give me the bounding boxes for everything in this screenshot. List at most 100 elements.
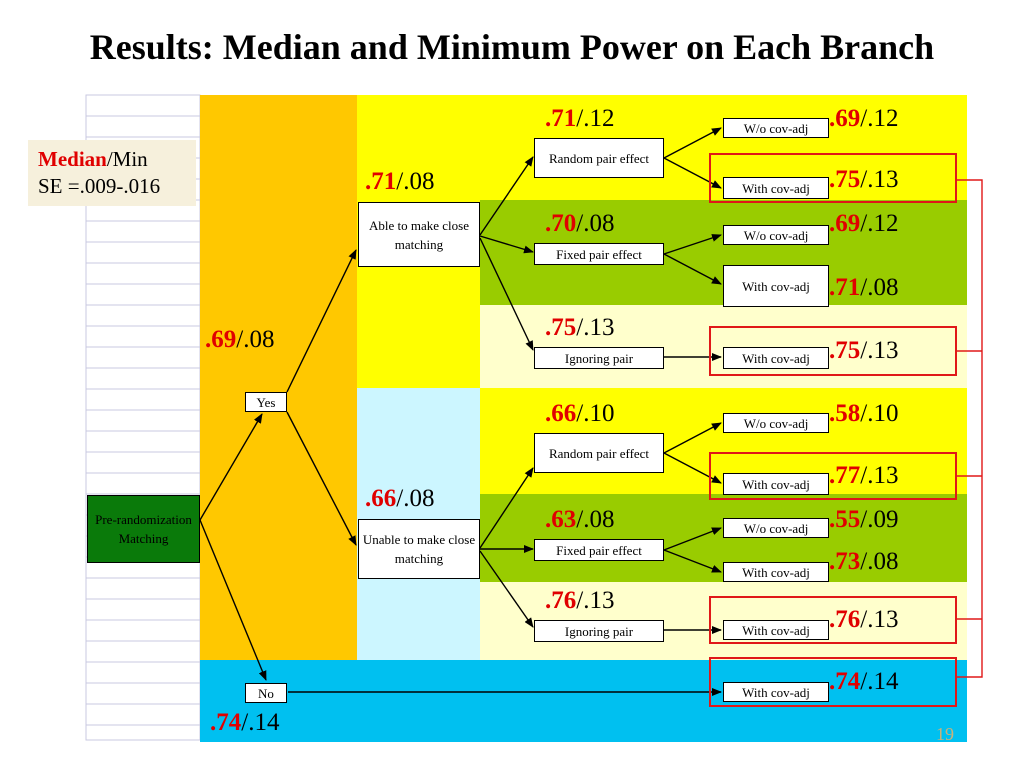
node-able-fixed[interactable]: Fixed pair effect bbox=[534, 243, 664, 265]
leaf-1-wo-cov-adj[interactable]: W/o cov-adj bbox=[723, 118, 829, 138]
leaf-9-with-cov-adj[interactable]: With cov-adj bbox=[723, 562, 829, 582]
value-able-ignore-median: .75 bbox=[545, 314, 577, 341]
value-leaf-7: .77/.13 bbox=[829, 462, 898, 490]
value-leaf-4-min: /.08 bbox=[860, 274, 899, 301]
cyan-band-no bbox=[200, 660, 967, 742]
node-root[interactable]: Pre-randomization Matching bbox=[87, 495, 200, 563]
value-leaf-11-min: /.14 bbox=[860, 668, 899, 695]
value-leaf-8-median: .55 bbox=[829, 506, 861, 533]
value-leaf-1: .69/.12 bbox=[829, 105, 898, 133]
value-yes-median: .69 bbox=[205, 326, 237, 353]
value-unable-median: .66 bbox=[365, 485, 397, 512]
leaf-8-wo-cov-adj[interactable]: W/o cov-adj bbox=[723, 518, 829, 538]
node-able[interactable]: Able to make close matching bbox=[358, 202, 480, 267]
page-title: Results: Median and Minimum Power on Eac… bbox=[89, 27, 935, 67]
edge-able-fixed bbox=[479, 235, 534, 254]
value-leaf-6-min: /.10 bbox=[860, 400, 899, 427]
highlight-leaf-2 bbox=[709, 153, 957, 203]
value-unable-ignore-min: /.13 bbox=[576, 587, 615, 614]
value-leaf-2: .75/.13 bbox=[829, 166, 898, 194]
node-no[interactable]: No bbox=[245, 683, 287, 703]
value-leaf-2-min: /.13 bbox=[860, 166, 899, 193]
edge-unable-ignore bbox=[479, 550, 534, 628]
edge-leaf-9 bbox=[663, 549, 722, 573]
value-leaf-7-min: /.13 bbox=[860, 462, 899, 489]
value-able: .71/.08 bbox=[365, 168, 434, 196]
leaf-11-with-cov-adj[interactable]: With cov-adj bbox=[723, 682, 829, 702]
value-leaf-4: .71/.08 bbox=[829, 274, 898, 302]
value-able-fixed-min: /.08 bbox=[576, 210, 615, 237]
value-leaf-3-min: /.12 bbox=[860, 210, 899, 237]
value-leaf-7-median: .77 bbox=[829, 462, 861, 489]
edge-able-ignore bbox=[479, 237, 534, 351]
value-leaf-11: .74/.14 bbox=[829, 668, 898, 696]
value-leaf-3: .69/.12 bbox=[829, 210, 898, 238]
leaf-5-with-cov-adj[interactable]: With cov-adj bbox=[723, 347, 829, 369]
value-leaf-5-min: /.13 bbox=[860, 337, 899, 364]
leaf-6-wo-cov-adj[interactable]: W/o cov-adj bbox=[723, 413, 829, 433]
edge-leaf-1 bbox=[663, 127, 722, 159]
node-able-random[interactable]: Random pair effect bbox=[534, 138, 664, 178]
value-leaf-6-median: .58 bbox=[829, 400, 861, 427]
highlight-leaf-11 bbox=[709, 657, 957, 707]
value-unable-ignore: .76/.13 bbox=[545, 587, 614, 615]
value-no-min: /.14 bbox=[241, 709, 280, 736]
value-unable-random-min: /.10 bbox=[576, 400, 615, 427]
value-unable-random: .66/.10 bbox=[545, 400, 614, 428]
highlight-leaf-7 bbox=[709, 452, 957, 500]
node-yes[interactable]: Yes bbox=[245, 392, 287, 412]
edge-leaf-7 bbox=[663, 452, 722, 484]
leaf-3-wo-cov-adj[interactable]: W/o cov-adj bbox=[723, 225, 829, 245]
legend-median-word: Median bbox=[38, 147, 107, 171]
legend-box: Median/Min SE =.009-.016 bbox=[28, 140, 196, 206]
value-leaf-1-min: /.12 bbox=[860, 105, 899, 132]
node-unable[interactable]: Unable to make close matching bbox=[358, 519, 480, 579]
value-unable-min: /.08 bbox=[396, 485, 435, 512]
highlight-leaf-10 bbox=[709, 596, 957, 644]
node-unable-ignore[interactable]: Ignoring pair bbox=[534, 620, 664, 642]
edge-yes-able bbox=[286, 249, 357, 393]
legend-se: SE =.009-.016 bbox=[38, 174, 161, 198]
value-able-min: /.08 bbox=[396, 168, 435, 195]
node-unable-random[interactable]: Random pair effect bbox=[534, 433, 664, 473]
value-leaf-8: .55/.09 bbox=[829, 506, 898, 534]
value-unable-random-median: .66 bbox=[545, 400, 577, 427]
value-able-median: .71 bbox=[365, 168, 397, 195]
value-leaf-8-min: /.09 bbox=[860, 506, 899, 533]
leaf-10-with-cov-adj[interactable]: With cov-adj bbox=[723, 620, 829, 640]
value-able-random-median: .71 bbox=[545, 105, 577, 132]
edge-leaf-8 bbox=[663, 527, 722, 551]
value-leaf-9-median: .73 bbox=[829, 548, 861, 575]
page-number: 19 bbox=[936, 724, 954, 744]
value-yes: .69/.08 bbox=[205, 326, 274, 354]
leaf-7-with-cov-adj[interactable]: With cov-adj bbox=[723, 473, 829, 495]
value-leaf-9: .73/.08 bbox=[829, 548, 898, 576]
edge-leaf-2 bbox=[663, 157, 722, 189]
highlight-leaf-5 bbox=[709, 326, 957, 376]
value-leaf-10: .76/.13 bbox=[829, 606, 898, 634]
value-leaf-10-min: /.13 bbox=[860, 606, 899, 633]
value-leaf-9-min: /.08 bbox=[860, 548, 899, 575]
edge-able-random bbox=[479, 156, 534, 236]
leaf-4-with-cov-adj[interactable]: With cov-adj bbox=[723, 265, 829, 307]
value-leaf-11-median: .74 bbox=[829, 668, 861, 695]
value-unable-fixed-median: .63 bbox=[545, 506, 577, 533]
value-leaf-2-median: .75 bbox=[829, 166, 861, 193]
value-able-ignore-min: /.13 bbox=[576, 314, 615, 341]
value-able-random-min: /.12 bbox=[576, 105, 615, 132]
node-able-ignore[interactable]: Ignoring pair bbox=[534, 347, 664, 369]
edge-yes-unable bbox=[286, 411, 357, 546]
value-leaf-5: .75/.13 bbox=[829, 337, 898, 365]
edge-leaf-6 bbox=[663, 422, 722, 454]
value-unable-ignore-median: .76 bbox=[545, 587, 577, 614]
node-unable-fixed[interactable]: Fixed pair effect bbox=[534, 539, 664, 561]
leaf-2-with-cov-adj[interactable]: With cov-adj bbox=[723, 177, 829, 199]
value-unable: .66/.08 bbox=[365, 485, 434, 513]
value-unable-fixed: .63/.08 bbox=[545, 506, 614, 534]
value-no-median: .74 bbox=[210, 709, 242, 736]
value-leaf-5-median: .75 bbox=[829, 337, 861, 364]
value-leaf-3-median: .69 bbox=[829, 210, 861, 237]
value-leaf-1-median: .69 bbox=[829, 105, 861, 132]
